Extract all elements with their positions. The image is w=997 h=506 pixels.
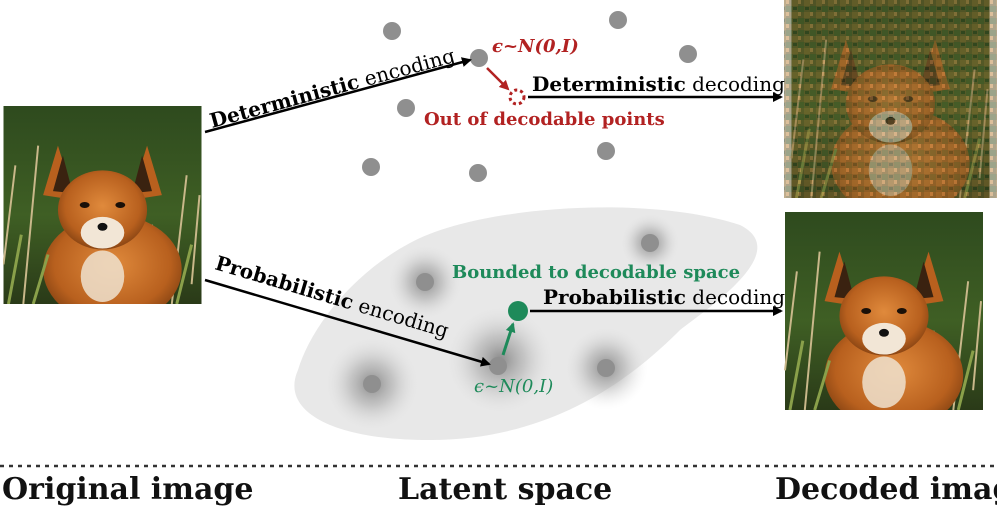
- decoded-image-clean: [784, 212, 984, 410]
- original-image: [3, 106, 202, 304]
- latent-point: [363, 375, 381, 393]
- latent-point: [597, 359, 615, 377]
- noise-arrow-red: [486, 67, 510, 91]
- caption-latent: Latent space: [398, 472, 612, 506]
- prob-encoding-arrow: [204, 278, 491, 367]
- det-decoding-label: Deterministic decoding: [532, 72, 785, 96]
- decoded-image-noisy: [784, 0, 997, 198]
- latent-point: [362, 158, 380, 176]
- noise-arrow-green: [501, 322, 516, 356]
- caption-original: Original image: [2, 472, 253, 506]
- bounded-label: Bounded to decodable space: [452, 262, 740, 283]
- probabilistic-points: [324, 213, 680, 432]
- latent-point: [597, 142, 615, 160]
- latent-point: [609, 11, 627, 29]
- det-encoding-label: Deterministic encoding: [207, 43, 458, 133]
- latent-point: [469, 164, 487, 182]
- latent-point: [641, 234, 659, 252]
- latent-point: [679, 45, 697, 63]
- latent-point: [416, 273, 434, 291]
- out-of-decodable-point: [508, 88, 526, 106]
- out-of-decodable-label: Out of decodable points: [424, 109, 665, 130]
- caption-decoded: Decoded image: [775, 472, 997, 506]
- noise-label-bottom: ϵ~N(0,I): [474, 376, 553, 397]
- latent-point: [489, 357, 507, 375]
- latent-point: [470, 49, 488, 67]
- prob-decoding-label: Probabilistic decoding: [543, 285, 785, 309]
- latent-point: [383, 22, 401, 40]
- deterministic-points: [362, 11, 697, 182]
- det-encoding-arrow: [204, 57, 472, 134]
- noise-label-top: ϵ~N(0,I): [492, 36, 579, 57]
- bounded-point: [508, 301, 528, 321]
- latent-point: [397, 99, 415, 117]
